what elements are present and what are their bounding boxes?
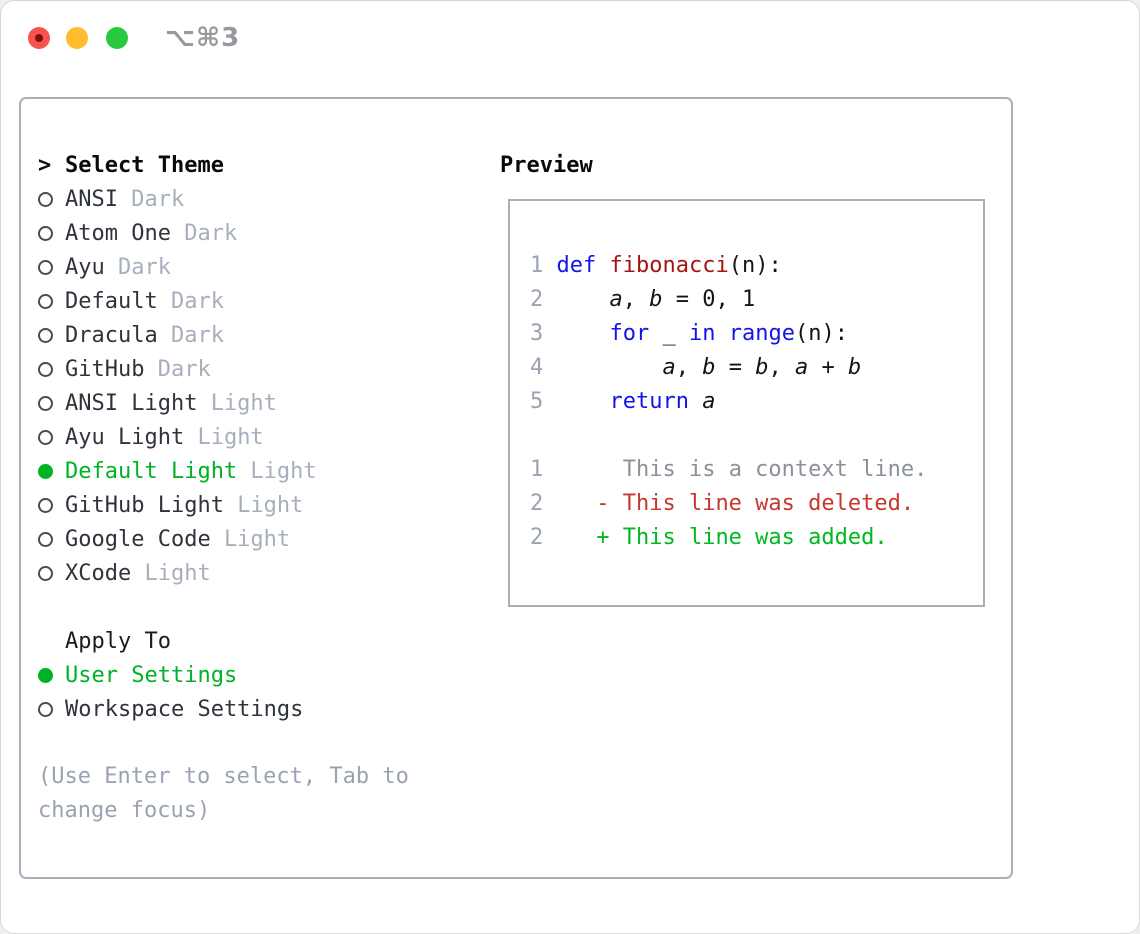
apply-to-header: Apply To — [38, 624, 478, 658]
section-gap — [38, 726, 478, 760]
preview-box: 1 def fibonacci(n): 2 a, b = 0, 1 3 for _ … — [508, 199, 985, 607]
option-label: XCode — [65, 560, 132, 586]
theme-variant-tag: Dark — [131, 186, 185, 212]
select-theme-title: Select Theme — [65, 152, 224, 178]
code-line: 2 a, b = 0, 1 — [530, 287, 756, 312]
theme-variant-tag: Light — [210, 390, 277, 416]
theme-variant-tag: Dark — [184, 220, 238, 246]
theme-option[interactable]: Google Code Light — [38, 522, 478, 556]
radio-unselected-icon — [38, 429, 53, 445]
theme-variant-tag: Light — [144, 560, 211, 586]
theme-variant-tag: Dark — [170, 322, 224, 348]
radio-unselected-icon — [38, 327, 53, 343]
theme-option[interactable]: Ayu Light Light — [38, 420, 478, 454]
preview-header: Preview — [500, 148, 985, 182]
code-preview: 1 def fibonacci(n): 2 a, b = 0, 1 3 for _ … — [530, 249, 983, 555]
help-hint: (Use Enter to select, Tab to change focu… — [38, 764, 409, 823]
theme-option[interactable]: Default Light Light — [38, 454, 478, 488]
code-line: 2 - This line was deleted. — [530, 491, 915, 516]
radio-unselected-icon — [38, 565, 53, 581]
option-label: ANSI Light — [65, 390, 198, 416]
code-line: 4 a, b = b, a + b — [530, 355, 862, 380]
code-line: 2 + This line was added. — [530, 525, 888, 550]
radio-unselected-icon — [38, 395, 53, 411]
option-label: Default Light — [65, 458, 238, 484]
option-label: Dracula — [65, 322, 158, 348]
theme-variant-tag: Light — [197, 424, 264, 450]
theme-variant-tag: Light — [250, 458, 317, 484]
code-line: 1 This is a context line. — [530, 457, 928, 482]
radio-unselected-icon — [38, 191, 53, 207]
prompt-marker: > — [38, 152, 52, 178]
theme-variant-tag: Light — [237, 492, 304, 518]
theme-variant-tag: Dark — [157, 356, 211, 382]
theme-variant-tag: Dark — [170, 288, 224, 314]
option-label: Default — [65, 288, 158, 314]
theme-variant-tag: Dark — [117, 254, 171, 280]
radio-selected-icon — [38, 463, 53, 479]
radio-selected-icon — [38, 667, 53, 683]
zoom-button[interactable] — [106, 27, 128, 49]
close-dot-icon — [35, 34, 43, 42]
window-shortcut-label: ⌥⌘3 — [165, 23, 241, 53]
apply-to-option[interactable]: User Settings — [38, 658, 478, 692]
option-label: Atom One — [65, 220, 171, 246]
theme-option[interactable]: XCode Light — [38, 556, 478, 590]
theme-option[interactable]: GitHub Dark — [38, 352, 478, 386]
option-label: Workspace Settings — [65, 696, 304, 722]
preview-column: Preview 1 def fibonacci(n): 2 a, b = 0, 1… — [500, 148, 985, 607]
code-line: 5 return a — [530, 389, 716, 414]
option-label: GitHub — [65, 356, 145, 382]
theme-option[interactable]: Atom One Dark — [38, 216, 478, 250]
section-gap — [38, 590, 478, 624]
theme-option[interactable]: ANSI Light Light — [38, 386, 478, 420]
select-theme-header: > Select Theme — [38, 148, 478, 182]
code-line: 3 for _ in range(n): — [530, 321, 848, 346]
radio-unselected-icon — [38, 361, 53, 377]
option-label: Google Code — [65, 526, 211, 552]
code-line: 1 def fibonacci(n): — [530, 253, 782, 278]
radio-unselected-icon — [38, 293, 53, 309]
option-label: User Settings — [65, 662, 238, 688]
theme-option[interactable]: ANSI Dark — [38, 182, 478, 216]
radio-unselected-icon — [38, 259, 53, 275]
theme-option[interactable]: Ayu Dark — [38, 250, 478, 284]
option-label: Ayu — [65, 254, 105, 280]
option-label: Ayu Light — [65, 424, 185, 450]
preview-title: Preview — [500, 152, 593, 178]
apply-to-title: Apply To — [65, 628, 171, 654]
theme-variant-tag: Light — [223, 526, 291, 552]
apply-to-option[interactable]: Workspace Settings — [38, 692, 478, 726]
radio-unselected-icon — [38, 497, 53, 513]
radio-unselected-icon — [38, 701, 53, 717]
minimize-button[interactable] — [66, 27, 88, 49]
theme-option[interactable]: GitHub Light Light — [38, 488, 478, 522]
radio-unselected-icon — [38, 531, 53, 547]
option-label: GitHub Light — [65, 492, 224, 518]
option-label: ANSI — [65, 186, 118, 212]
theme-option[interactable]: Default Dark — [38, 284, 478, 318]
theme-option[interactable]: Dracula Dark — [38, 318, 478, 352]
radio-unselected-icon — [38, 225, 53, 241]
close-button[interactable] — [28, 27, 50, 49]
code-line — [530, 419, 983, 453]
